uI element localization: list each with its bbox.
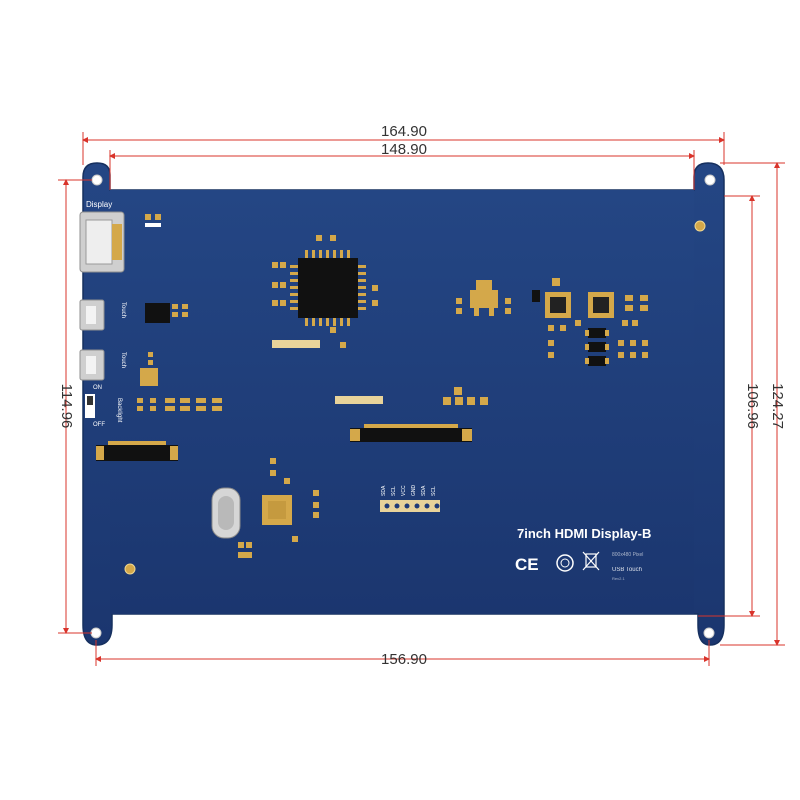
- header-pin-label: VCC: [401, 485, 407, 496]
- dimension-right-outer-label: 124.27: [769, 383, 786, 429]
- smd-components-lower: [238, 458, 319, 558]
- header-pin-label: SDA: [381, 485, 387, 496]
- usb-label-1: Touch: [120, 302, 126, 318]
- fcc-logo: [556, 554, 574, 572]
- header-pin-label: SCL: [391, 486, 397, 496]
- dimension-top-outer-label: 164.90: [381, 123, 427, 140]
- usb-label-2: Touch: [120, 352, 126, 368]
- backlight-switch: [85, 394, 95, 418]
- mount-hole-bottom-right: [703, 627, 715, 639]
- power-components-right: [456, 278, 648, 366]
- resolution-label: 800x480 Pixel: [612, 552, 643, 558]
- dimension-bottom: [95, 640, 710, 666]
- micro-usb-2: [79, 349, 105, 381]
- dimension-right-inner-label: 106.96: [744, 383, 761, 429]
- smd-components-left: [137, 214, 222, 411]
- mount-hole-top-right: [704, 174, 716, 186]
- ce-mark: CE: [515, 555, 539, 574]
- test-pad-bottom-left: [124, 563, 136, 575]
- micro-usb-1: [79, 299, 105, 331]
- crystal-oscillator: [211, 487, 241, 539]
- usb-touch-label: USB Touch: [612, 567, 642, 573]
- hdmi-connector: [79, 211, 125, 273]
- revision-label: Rev2.1: [612, 576, 625, 581]
- header-pin-label: SCL: [431, 486, 437, 496]
- fpc-connector-left: [96, 441, 178, 461]
- dimension-top-inner: [109, 150, 695, 190]
- dimension-right-inner: [698, 195, 760, 617]
- test-pad-top-right: [694, 220, 706, 232]
- dimension-bottom-label: 156.90: [381, 651, 427, 668]
- header-pin-label: SDA: [421, 485, 427, 496]
- switch-on-label: ON: [93, 385, 102, 391]
- fpc-connector-center: [350, 424, 472, 442]
- display-connector-label: Display: [86, 200, 112, 209]
- switch-off-label: OFF: [93, 422, 105, 428]
- smd-components-center: [272, 235, 488, 405]
- mount-hole-bottom-left: [90, 627, 102, 639]
- backlight-label: Backlight: [116, 398, 122, 423]
- svg-text:CE: CE: [515, 555, 539, 574]
- pcb-board: [82, 162, 725, 646]
- board-title: 7inch HDMI Display-B: [517, 526, 651, 541]
- dimension-left: [58, 179, 92, 634]
- header-pin-label: GND: [411, 485, 417, 497]
- dimension-left-label: 114.96: [58, 384, 75, 429]
- mount-hole-top-left: [91, 174, 103, 186]
- weee-bin-icon: [582, 551, 600, 571]
- main-ic-chip: [290, 250, 366, 326]
- dimension-top-inner-label: 148.90: [381, 141, 427, 158]
- pin-header: [380, 500, 440, 512]
- touch-ic-chip: [262, 495, 292, 525]
- dimension-top-outer: [82, 132, 725, 165]
- dimension-right-outer: [720, 162, 785, 646]
